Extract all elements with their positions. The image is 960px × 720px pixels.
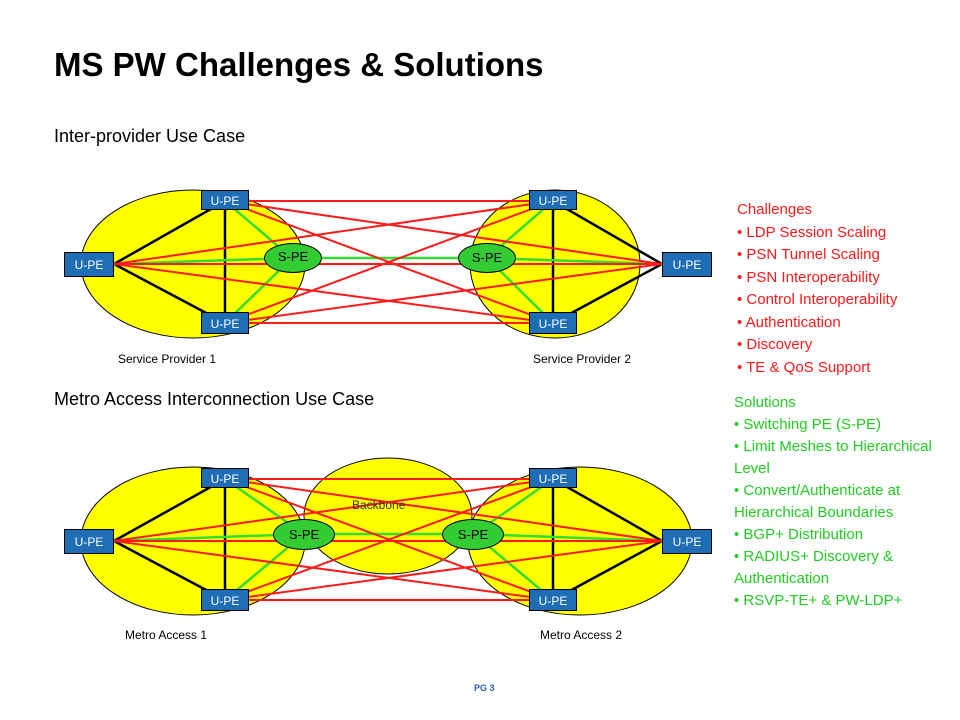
s-pe-node-ma1: S-PE xyxy=(273,519,335,550)
inter-provider-heading: Inter-provider Use Case xyxy=(54,126,246,146)
solution-item: • Switching PE (S-PE) xyxy=(734,416,881,433)
solution-item: • BGP+ Distribution xyxy=(734,526,864,543)
metro-access-1-caption: Metro Access 1 xyxy=(125,628,208,642)
s-pe-node-sp2: S-PE xyxy=(458,243,516,273)
service-provider-2-caption: Service Provider 2 xyxy=(533,352,632,366)
challenge-item: • TE & QoS Support xyxy=(737,358,871,376)
challenge-item: • Control Interoperability xyxy=(737,291,898,308)
u-pe-node-ma2-bottom: U-PE xyxy=(529,589,577,611)
metro-access-2-caption: Metro Access 2 xyxy=(540,628,623,642)
challenge-item: • Discovery xyxy=(737,336,813,353)
page-title: MS PW Challenges & Solutions xyxy=(54,46,544,83)
u-pe-node-sp1-left: U-PE xyxy=(64,252,114,277)
u-pe-node-sp1-top: U-PE xyxy=(201,190,249,210)
u-pe-node-ma1-bottom: U-PE xyxy=(201,589,249,611)
u-pe-node-ma2-top: U-PE xyxy=(529,468,577,488)
challenge-item: • PSN Tunnel Scaling xyxy=(737,246,880,263)
metro-diagram xyxy=(80,457,693,616)
challenge-item: • Authentication xyxy=(737,313,841,331)
service-provider-1-caption: Service Provider 1 xyxy=(118,352,217,366)
backbone-label: Backbone xyxy=(352,498,406,512)
u-pe-node-sp2-bottom: U-PE xyxy=(529,312,577,334)
solution-item: • RSVP-TE+ & PW-LDP+ xyxy=(734,592,903,609)
backbone-ellipse xyxy=(303,457,473,575)
u-pe-node-sp1-bottom: U-PE xyxy=(201,312,249,334)
metro-heading: Metro Access Interconnection Use Case xyxy=(54,389,375,409)
challenge-item: • PSN Interoperability xyxy=(737,268,880,286)
s-pe-node-sp1: S-PE xyxy=(264,243,322,273)
u-pe-node-sp2-top: U-PE xyxy=(529,190,577,210)
u-pe-node-ma2-right: U-PE xyxy=(662,529,712,554)
solution-item: • Convert/Authenticate at Hierarchical B… xyxy=(734,482,901,521)
page-number: PG 3 xyxy=(474,683,495,693)
inter-provider-red-mesh xyxy=(113,200,663,324)
solution-item: • RADIUS+ Discovery & Authentication xyxy=(734,548,894,587)
u-pe-node-sp2-right: U-PE xyxy=(662,252,712,277)
challenge-item: • LDP Session Scaling xyxy=(737,223,887,241)
u-pe-node-ma1-top: U-PE xyxy=(201,468,249,488)
solutions-list: Solutions • Switching PE (S-PE) • Limit … xyxy=(734,392,952,612)
challenges-heading: Challenges xyxy=(737,201,813,218)
challenges-list: Challenges • LDP Session Scaling • PSN T… xyxy=(737,199,952,379)
solutions-heading: Solutions xyxy=(734,394,796,411)
u-pe-node-ma1-left: U-PE xyxy=(64,529,114,554)
s-pe-node-ma2: S-PE xyxy=(442,519,504,550)
solution-item: • Limit Meshes to Hierarchical Level xyxy=(734,438,932,477)
metro-red-mesh xyxy=(113,478,663,601)
